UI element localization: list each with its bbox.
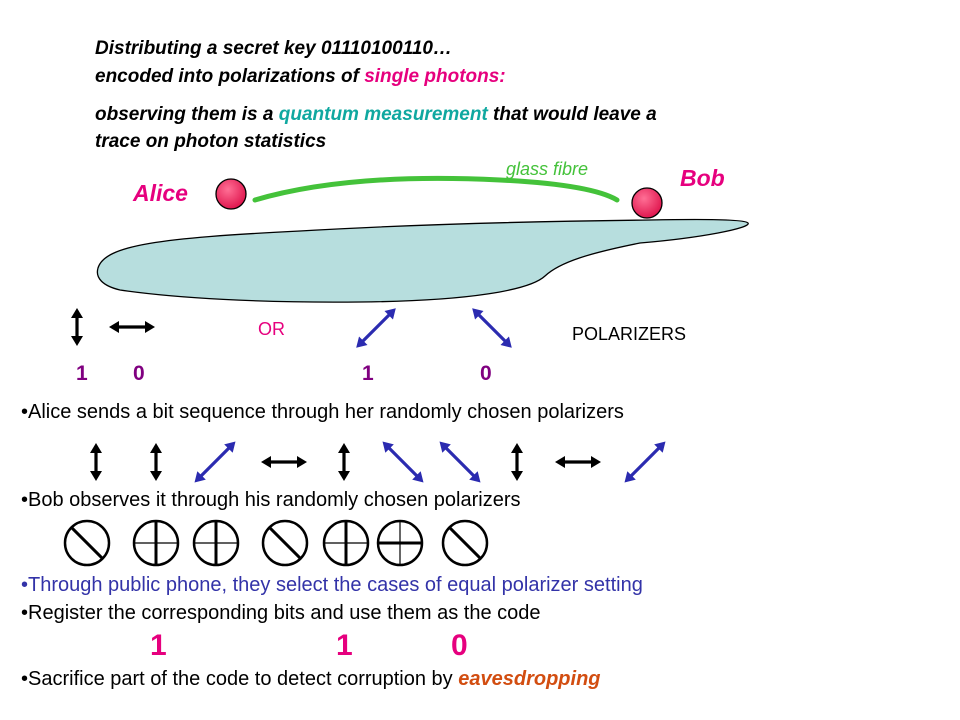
bob-filter-diagonal-cross-icon [63, 519, 111, 567]
alice-polarizer-sequence [90, 441, 666, 483]
bob-filter-diagonal-cross-icon [261, 519, 309, 567]
polarizer-arrow-anti-diagonal-icon [439, 441, 481, 483]
header-line-4: trace on photon statistics [95, 131, 327, 152]
water-shape [96, 218, 749, 303]
header-line-2: encoded into polarizations of single pho… [95, 66, 506, 88]
bullet-sacrifice-text: •Sacrifice part of the code to detect co… [21, 668, 459, 690]
eavesdropping-highlight: eavesdropping [458, 668, 601, 690]
code-bit: 0 [451, 629, 468, 662]
glass-fibre-label: glass fibre [506, 159, 588, 179]
alice-label: Alice [132, 180, 188, 206]
bob-filter-horizontal-cross-icon [376, 519, 424, 567]
bullet-alice-sends: •Alice sends a bit sequence through her … [21, 401, 624, 423]
legend-bit-horizontal: 0 [133, 362, 145, 385]
code-bit: 1 [150, 629, 167, 662]
bob-filter-vertical-cross-icon [322, 519, 370, 567]
bullet-sacrifice: •Sacrifice part of the code to detect co… [21, 668, 601, 691]
bob-filter-vertical-cross-icon [192, 519, 240, 567]
polarizer-arrow-vertical-icon [71, 308, 83, 346]
legend-bit-diagonal: 1 [362, 362, 374, 385]
polarizer-arrow-anti-diagonal-icon [382, 441, 424, 483]
header-line-1: Distributing a secret key 01110100110… [95, 38, 452, 59]
header-line-3: observing them is a quantum measurement … [95, 104, 657, 126]
bob-label: Bob [680, 165, 725, 191]
polarizer-arrow-horizontal-icon [555, 456, 601, 468]
bob-filter-diagonal-cross-icon [441, 519, 489, 567]
code-bit: 1 [336, 629, 353, 662]
legend-bit-vertical: 1 [76, 362, 88, 385]
bob-photon-icon [631, 187, 663, 219]
polarizer-arrow-diagonal-icon [624, 441, 666, 483]
polarizer-arrow-vertical-icon [511, 443, 523, 481]
header-line-3-text-c: that would leave a [487, 104, 657, 125]
polarizer-arrow-horizontal-icon [261, 456, 307, 468]
alice-photon-icon [215, 178, 247, 210]
bob-filter-vertical-cross-icon [132, 519, 180, 567]
quantum-measurement-highlight: quantum measurement [278, 104, 488, 125]
bullet-bob-observes: •Bob observes it through his randomly ch… [21, 489, 521, 511]
polarizer-legend-arrows [71, 308, 512, 348]
or-label: OR [258, 319, 285, 339]
polarizer-arrow-anti-diagonal-icon [472, 308, 512, 348]
legend-bit-antidiagonal: 0 [480, 362, 492, 385]
glass-fibre-line [252, 175, 620, 203]
polarizer-arrow-diagonal-icon [356, 308, 396, 348]
polarizer-arrow-vertical-icon [338, 443, 350, 481]
polarizer-arrow-vertical-icon [90, 443, 102, 481]
polarizer-arrow-vertical-icon [150, 443, 162, 481]
bullet-register-bits: •Register the corresponding bits and use… [21, 602, 541, 624]
polarizer-arrow-diagonal-icon [194, 441, 236, 483]
header-line-3-text-a: observing them is a [95, 104, 279, 125]
bullet-public-phone: •Through public phone, they select the c… [21, 574, 643, 596]
polarizers-label: POLARIZERS [572, 324, 686, 344]
header-line-2-text: encoded into polarizations of [95, 66, 365, 87]
polarizer-arrow-horizontal-icon [109, 321, 155, 333]
single-photons-highlight: single photons: [364, 66, 506, 87]
bob-polarizer-filters [63, 519, 489, 567]
